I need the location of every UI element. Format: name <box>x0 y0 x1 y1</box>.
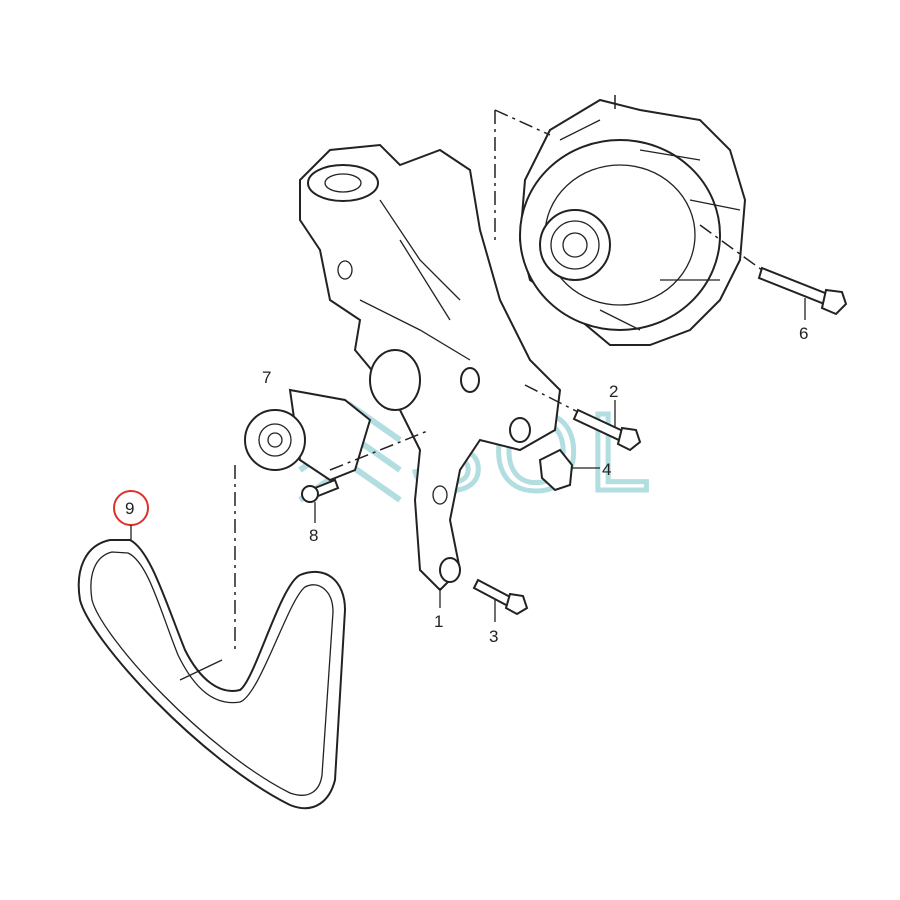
alternator <box>518 98 747 346</box>
bolt-2 <box>572 408 642 452</box>
callout-7: 7 <box>262 368 271 387</box>
ribbed-belt-9 <box>77 539 347 810</box>
bracket <box>299 143 562 592</box>
callout-9: 9 <box>125 499 134 518</box>
callout-8: 8 <box>309 526 318 545</box>
leader-alternator <box>494 95 616 245</box>
callout-6: 6 <box>799 324 808 343</box>
tensioner-7 <box>244 388 372 482</box>
callout-2: 2 <box>609 382 618 401</box>
callout-4: 4 <box>602 460 611 479</box>
bolt-6 <box>757 266 848 316</box>
callout-3: 3 <box>489 627 498 646</box>
bolt-3 <box>472 578 529 616</box>
clip-4 <box>538 448 574 492</box>
bolt-8 <box>301 478 340 503</box>
callout-1: 1 <box>434 612 443 631</box>
